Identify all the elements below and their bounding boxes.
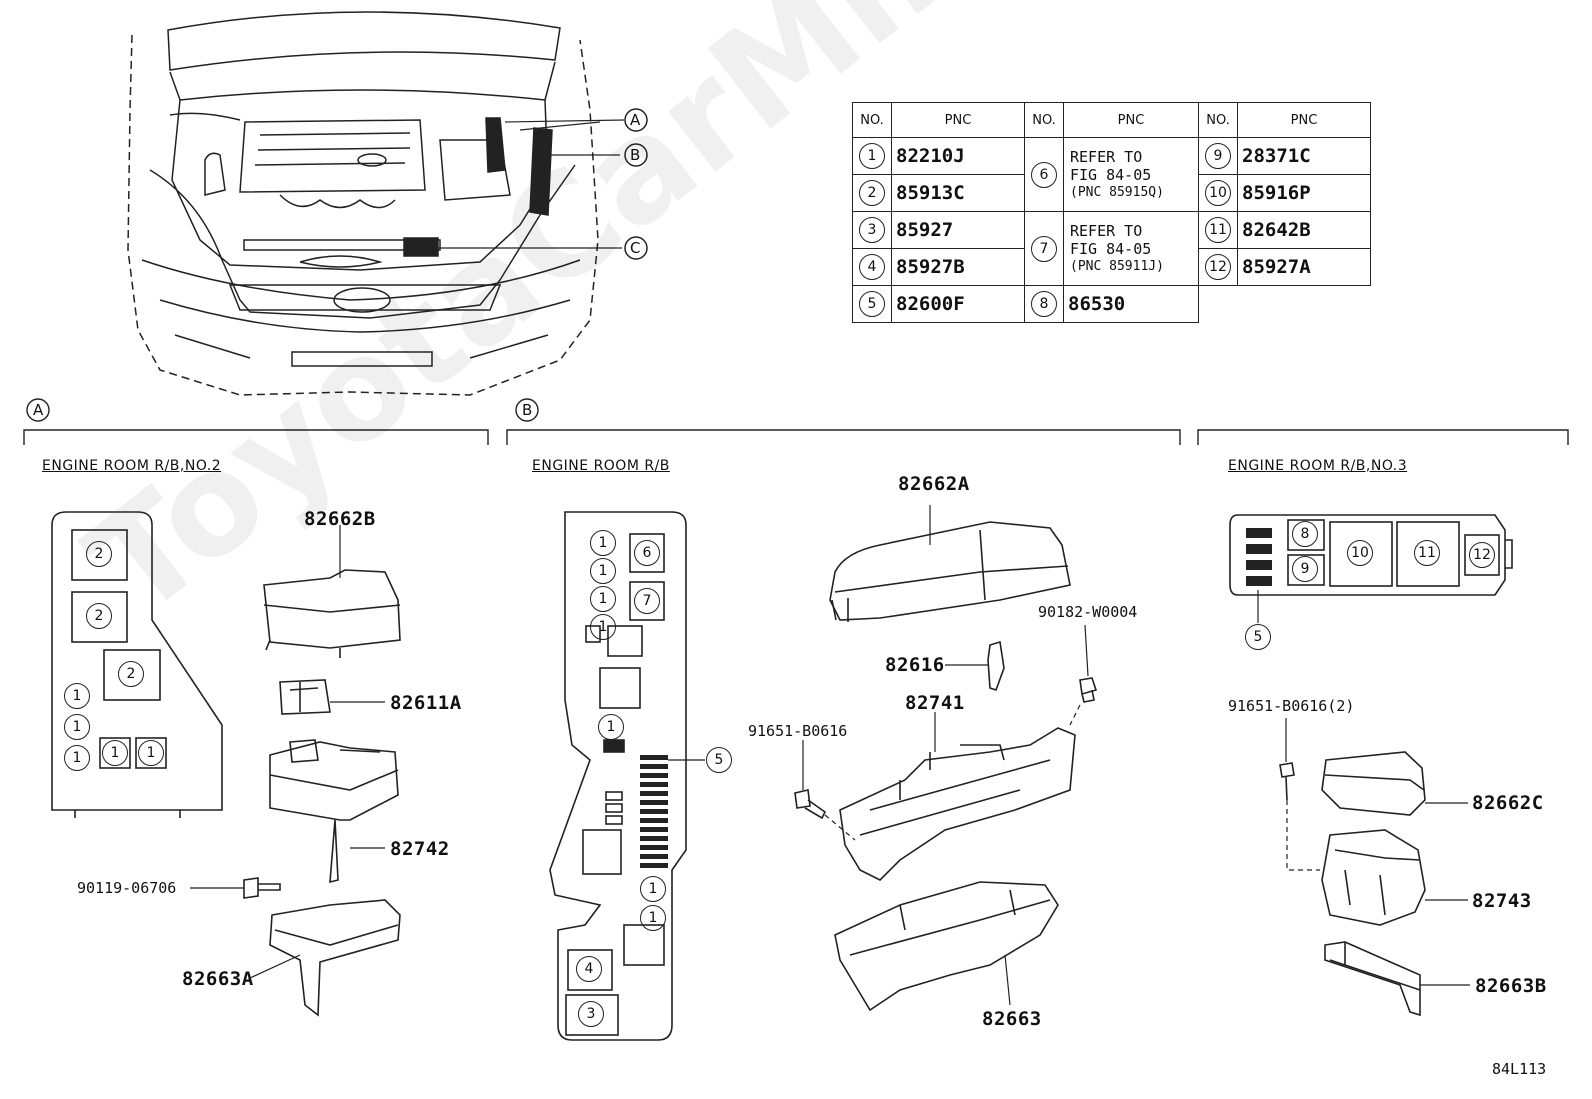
header-no: NO. [1024,102,1064,138]
part-label-91651-B0616-2: 91651-B0616(2) [1228,697,1355,715]
table-row: 2 85913C 10 85916P [852,174,1371,212]
callout-c: C [630,239,641,257]
pnc-value: 85916P [1237,174,1371,212]
table-row: 4 85927B 12 85927A [852,248,1371,286]
section-b-title: ENGINE ROOM R/B [532,458,670,474]
header-no: NO. [1198,102,1238,138]
part-label-82741: 82741 [905,692,965,714]
section-c-parts [1229,514,1513,1017]
row-number: 12 [1205,254,1231,280]
block-label: 7 [634,588,660,614]
row-number: 4 [859,254,885,280]
callout-b: B [630,146,641,164]
block-label: 1 [138,740,164,766]
block-label: 4 [576,956,602,982]
pnc-value: 85913C [891,174,1025,212]
figure-code: 84L113 [1492,1060,1547,1078]
reference-line: REFER TO [1070,147,1143,166]
block-label: 3 [578,1001,604,1027]
part-label-82662C: 82662C [1472,792,1544,814]
section-a-parts [51,511,401,1017]
block-label: 5 [706,747,732,773]
pnc-value: 85927A [1237,248,1371,286]
block-label: 1 [590,558,616,584]
row-number: 10 [1205,180,1231,206]
section-brackets [23,398,1569,445]
part-label-82743: 82743 [1472,890,1532,912]
part-label-82662A: 82662A [898,473,970,495]
row-number: 2 [859,180,885,206]
block-label: 6 [634,540,660,566]
section-c-title: ENGINE ROOM R/B,NO.3 [1228,458,1408,474]
reference-line: REFER TO [1070,221,1143,240]
callout-a: A [630,111,641,129]
part-label-82616: 82616 [885,654,945,676]
block-label: 1 [64,683,90,709]
block-label: 5 [1245,624,1271,650]
pnc-value: 28371C [1237,137,1371,175]
block-label: 1 [64,714,90,740]
row-number: 11 [1205,217,1231,243]
table-row: 5 82600F 8 86530 [852,285,1371,323]
table-row: 1 82210J 6 REFER TO FIG 84-05 (PNC 85915… [852,137,1371,212]
table-header-row: NO. PNC NO. PNC NO. PNC [852,102,1371,138]
block-label: 1 [640,876,666,902]
row-number: 9 [1205,143,1231,169]
part-label-82662B: 82662B [304,508,376,530]
section-a-callout: A [33,401,44,419]
block-label: 1 [590,614,616,640]
part-label-82742: 82742 [390,838,450,860]
section-b-parts [549,505,1098,1041]
part-label-82663B: 82663B [1475,975,1547,997]
reference-line: (PNC 85911J) [1070,258,1164,274]
block-label: 1 [590,586,616,612]
table-row: 3 85927 7 REFER TO FIG 84-05 (PNC 85911J… [852,211,1371,286]
pnc-value: 86530 [1063,285,1199,323]
section-a-title: ENGINE ROOM R/B,NO.2 [42,458,222,474]
block-label: 2 [118,661,144,687]
pnc-table: NO. PNC NO. PNC NO. PNC 1 82210J 6 REFER… [852,102,1371,323]
row-number: 7 [1031,235,1057,262]
block-label: 11 [1414,540,1440,566]
block-label: 2 [86,603,112,629]
block-label: 10 [1347,540,1373,566]
part-label-82611A: 82611A [390,692,462,714]
part-label-82663: 82663 [982,1008,1042,1030]
block-label: 1 [590,530,616,556]
part-label-82663A: 82663A [182,968,254,990]
row-number: 1 [859,143,885,169]
block-label: 1 [640,905,666,931]
pnc-value: 85927B [891,248,1025,286]
block-label: 1 [102,740,128,766]
block-label: 2 [86,541,112,567]
block-label: 8 [1292,521,1318,547]
row-number: 5 [859,291,885,317]
part-label-90182-W0004: 90182-W0004 [1038,603,1138,621]
row-number: 8 [1031,291,1057,317]
header-pnc: PNC [1237,102,1371,138]
pnc-reference: REFER TO FIG 84-05 (PNC 85915Q) [1063,137,1199,212]
block-label: 1 [598,714,624,740]
header-pnc: PNC [1063,102,1199,138]
pnc-value: 82642B [1237,211,1371,249]
header-pnc: PNC [891,102,1025,138]
car-front-illustration [127,11,648,396]
part-label-91651-B0616: 91651-B0616 [748,722,848,740]
pnc-value: 82210J [891,137,1025,175]
section-b-callout: B [522,401,533,419]
block-label: 1 [64,745,90,771]
block-label: 12 [1469,542,1495,568]
pnc-value: 82600F [891,285,1025,323]
reference-line: (PNC 85915Q) [1070,184,1164,200]
pnc-reference: REFER TO FIG 84-05 (PNC 85911J) [1063,211,1199,286]
reference-line: FIG 84-05 [1070,165,1152,184]
reference-line: FIG 84-05 [1070,239,1152,258]
block-label: 9 [1292,556,1318,582]
row-number: 3 [859,217,885,243]
row-number: 6 [1031,161,1057,188]
part-label-90119-06706: 90119-06706 [77,879,177,897]
header-no: NO. [852,102,892,138]
pnc-value: 85927 [891,211,1025,249]
